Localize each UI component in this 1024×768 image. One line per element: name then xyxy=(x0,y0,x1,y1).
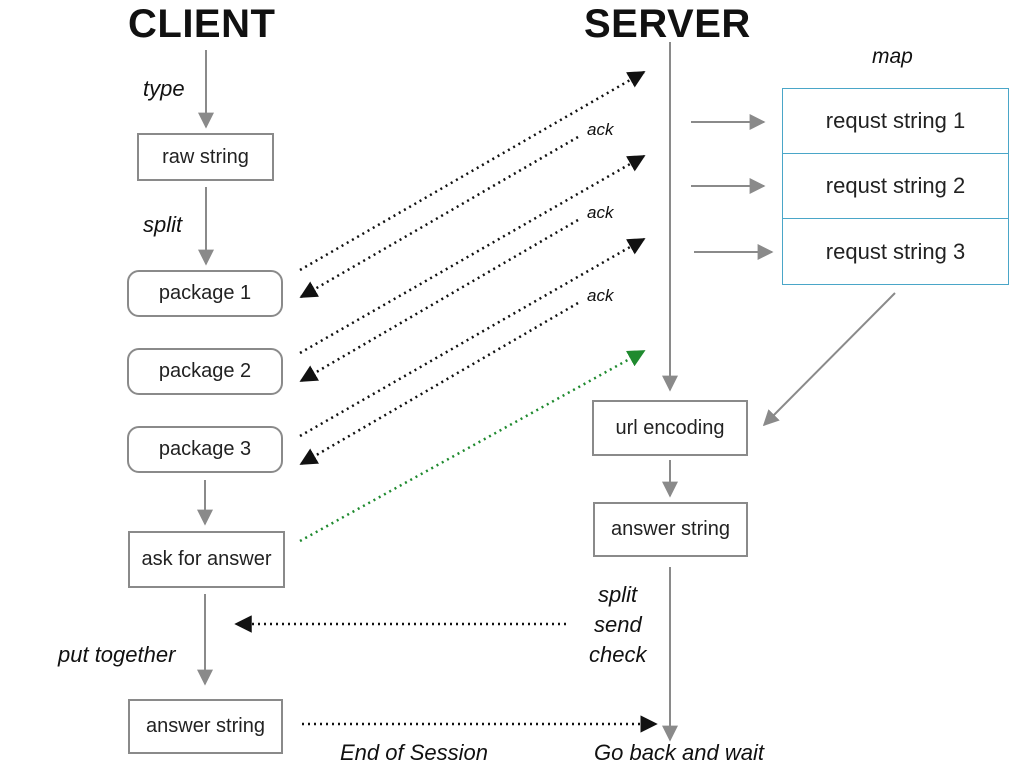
server-heading: SERVER xyxy=(584,2,751,46)
map-row-3: requst string 3 xyxy=(825,238,966,264)
map-label: map xyxy=(872,45,913,68)
end-of-session-label: End of Session xyxy=(340,740,488,765)
map-row-1: requst string 1 xyxy=(783,89,1008,154)
package-2-box: package 2 xyxy=(127,348,283,395)
server-check-label: check xyxy=(589,642,647,667)
ack-arrow-1 xyxy=(299,135,579,299)
ack-label-2: ack xyxy=(587,203,614,222)
send-package-3 xyxy=(299,237,646,438)
server-send-label: send xyxy=(594,612,642,637)
raw-string-box: raw string xyxy=(137,133,274,181)
put-together-label: put together xyxy=(58,642,176,667)
send-package-2 xyxy=(299,154,646,355)
send-package-1 xyxy=(299,70,646,272)
server-answer-string-box: answer string xyxy=(593,502,748,557)
type-label: type xyxy=(143,76,185,101)
map-table: requst string 1 requst string 2 requst s… xyxy=(782,88,1009,285)
ack-label-1: ack xyxy=(587,120,614,139)
arrow-map-to-url xyxy=(762,292,896,427)
ack-arrow-3 xyxy=(299,301,579,466)
ask-request-arrow xyxy=(299,349,646,543)
map-row-2: requst string 2 xyxy=(783,154,1008,219)
go-back-and-wait-label: Go back and wait xyxy=(594,740,764,765)
url-encoding-box: url encoding xyxy=(592,400,748,456)
ask-for-answer-box: ask for answer xyxy=(128,531,285,588)
server-split-label: split xyxy=(598,582,638,607)
package-3-box: package 3 xyxy=(127,426,283,473)
client-heading: CLIENT xyxy=(128,2,276,46)
client-answer-string-box: answer string xyxy=(128,699,283,754)
split-label: split xyxy=(143,212,183,237)
package-1-box: package 1 xyxy=(127,270,283,317)
ack-label-3: ack xyxy=(587,286,614,305)
